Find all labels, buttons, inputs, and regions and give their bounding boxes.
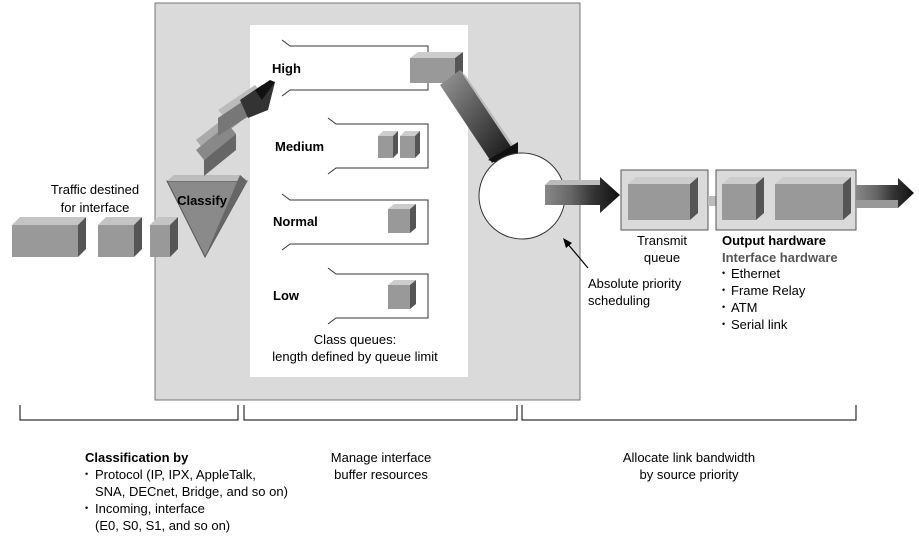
queue-high-label: High: [272, 61, 301, 76]
hw-bullet-1: •: [722, 268, 725, 278]
classification-line-1: Protocol (IP, IPX, AppleTalk,: [95, 467, 256, 482]
queue-normal: [281, 193, 429, 251]
class-queues-label-1: Class queues:: [314, 332, 396, 347]
hw-packet-2: [775, 177, 851, 220]
hw-item-serial-link: Serial link: [731, 317, 788, 332]
queue-high: [281, 39, 463, 97]
packet-medium-1: [378, 131, 398, 158]
transmit-label-2: queue: [644, 250, 680, 265]
absolute-priority-label-1: Absolute priority: [588, 276, 682, 291]
queue-low: [327, 267, 429, 325]
classification-line-2: SNA, DECnet, Bridge, and so on): [95, 484, 288, 499]
packet-normal: [388, 204, 416, 233]
hw-bullet-3: •: [722, 302, 725, 312]
manage-label-1: Manage interface: [331, 450, 431, 465]
classification-bullet-2: •: [85, 503, 88, 513]
classification-line-3: Incoming, interface: [95, 501, 205, 516]
allocate-label-1: Allocate link bandwidth: [623, 450, 755, 465]
hw-bullet-4: •: [722, 319, 725, 329]
bracket-classification: [19, 405, 239, 421]
queue-normal-label: Normal: [273, 214, 318, 229]
queue-medium-label: Medium: [275, 139, 324, 154]
packet-large: [12, 217, 86, 257]
hw-item-frame-relay: Frame Relay: [731, 283, 806, 298]
output-arrow: [856, 178, 914, 208]
output-hardware-title: Output hardware: [722, 233, 826, 248]
manage-label-2: buffer resources: [334, 467, 428, 482]
packet-medium: [98, 217, 142, 257]
queue-low-label: Low: [273, 288, 300, 303]
classify-funnel: [166, 175, 248, 259]
classification-line-4: (E0, S0, S1, and so on): [95, 518, 230, 533]
allocate-label-2: by source priority: [640, 467, 739, 482]
interface-hardware-label: Interface hardware: [722, 250, 838, 265]
classify-label: Classify: [177, 193, 228, 208]
classification-bullet-1: •: [85, 469, 88, 479]
bracket-manage: [243, 405, 518, 421]
packet-small: [150, 217, 178, 257]
queue-medium: [327, 117, 429, 175]
packet-medium-2: [400, 131, 420, 158]
scheduler-pointer: [563, 238, 589, 269]
traffic-label-1: Traffic destined: [51, 182, 139, 197]
classify-to-high-packets: [196, 80, 275, 176]
absolute-priority-label-2: scheduling: [588, 293, 650, 308]
packet-low: [388, 280, 416, 309]
bracket-allocate: [521, 405, 857, 421]
classification-title: Classification by: [85, 450, 189, 465]
traffic-label-2: for interface: [61, 200, 130, 215]
hw-packet-1: [722, 177, 764, 220]
hw-bullet-2: •: [722, 285, 725, 295]
transmit-packet: [628, 177, 698, 220]
hw-item-ethernet: Ethernet: [731, 266, 781, 281]
incoming-packets: [12, 217, 178, 257]
scheduler-to-transmit-arrow: [545, 177, 620, 213]
class-queues-label-2: length defined by queue limit: [272, 349, 438, 364]
transmit-connector: [708, 196, 716, 206]
packet-high: [410, 52, 463, 83]
transmit-label-1: Transmit: [637, 233, 687, 248]
hw-item-atm: ATM: [731, 300, 757, 315]
